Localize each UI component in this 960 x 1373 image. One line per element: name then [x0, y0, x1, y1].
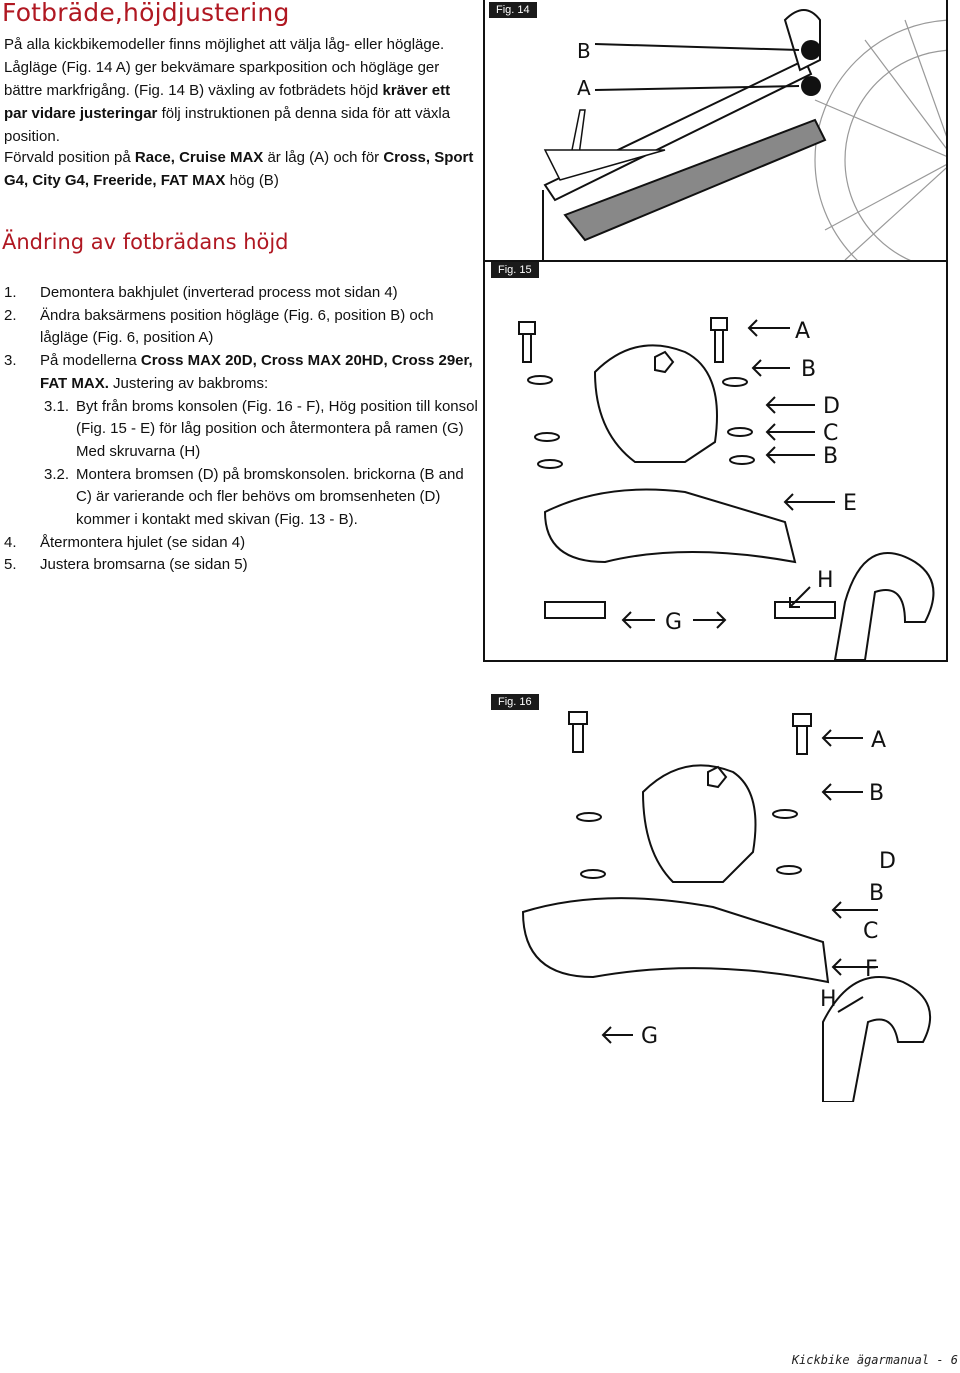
step-5: 5.Justera bromsarna (se sidan 5) [4, 556, 248, 574]
high-position-brake-illustration: A B D B C F H G [521, 711, 932, 1102]
figure-16: Fig. 16 A B D B C F H G [483, 692, 944, 1102]
label-g: G [665, 610, 682, 635]
label-b-2: B [823, 444, 838, 469]
label-c: C [823, 421, 838, 446]
step-4: 4.Återmontera hjulet (se sidan 4) [4, 533, 246, 551]
figure-15-tag: Fig. 15 [491, 262, 539, 278]
instruction-steps: 1.Demontera bakhjulet (inverterad proces… [4, 282, 478, 577]
figure-15: Fig. 15 A B D [483, 260, 948, 662]
label-b: B [577, 39, 591, 63]
label-b-2: B [869, 881, 884, 906]
default-position-paragraph: Förvald position på Race, Cruise MAX är … [4, 149, 474, 189]
figure-14: Fig. 14 B A A B [483, 0, 948, 280]
step-1: 1.Demontera bakhjulet (inverterad proces… [4, 284, 398, 301]
label-h: H [820, 987, 837, 1012]
label-d: D [879, 849, 896, 874]
label-f: F [865, 957, 878, 982]
label-d: D [823, 394, 840, 419]
label-a: A [795, 319, 810, 344]
label-e: E [843, 491, 857, 516]
step-3-1: 3.1.Byt från broms konsolen (Fig. 16 - F… [44, 397, 478, 460]
intro-paragraph: På alla kickbikemodeller finns möjlighet… [4, 36, 451, 145]
label-a: A [871, 728, 886, 753]
page-footer: Kickbike ägarmanual - 6 [791, 1353, 958, 1367]
label-g: G [641, 1024, 658, 1049]
low-position-brake-illustration: A B D C B E H G [518, 317, 935, 660]
label-b: B [869, 781, 884, 806]
figure-16-tag: Fig. 16 [491, 694, 539, 710]
footboard-height-illustration: B A A B [513, 9, 946, 278]
section-heading: Ändring av fotbrädans höjd [2, 230, 289, 254]
step-3-2: 3.2.Montera bromsen (D) på bromskonsolen… [44, 465, 464, 529]
label-a: A [577, 76, 591, 100]
label-b: B [801, 357, 816, 382]
step-2: 2.Ändra baksärmens position högläge (Fig… [4, 306, 434, 347]
label-c: C [863, 919, 878, 944]
step-3: 3.På modellerna Cross MAX 20D, Cross MAX… [4, 352, 473, 392]
figure-14-tag: Fig. 14 [489, 2, 537, 18]
page-heading: Fotbräde,höjdjustering [2, 0, 290, 27]
label-h: H [817, 568, 834, 593]
